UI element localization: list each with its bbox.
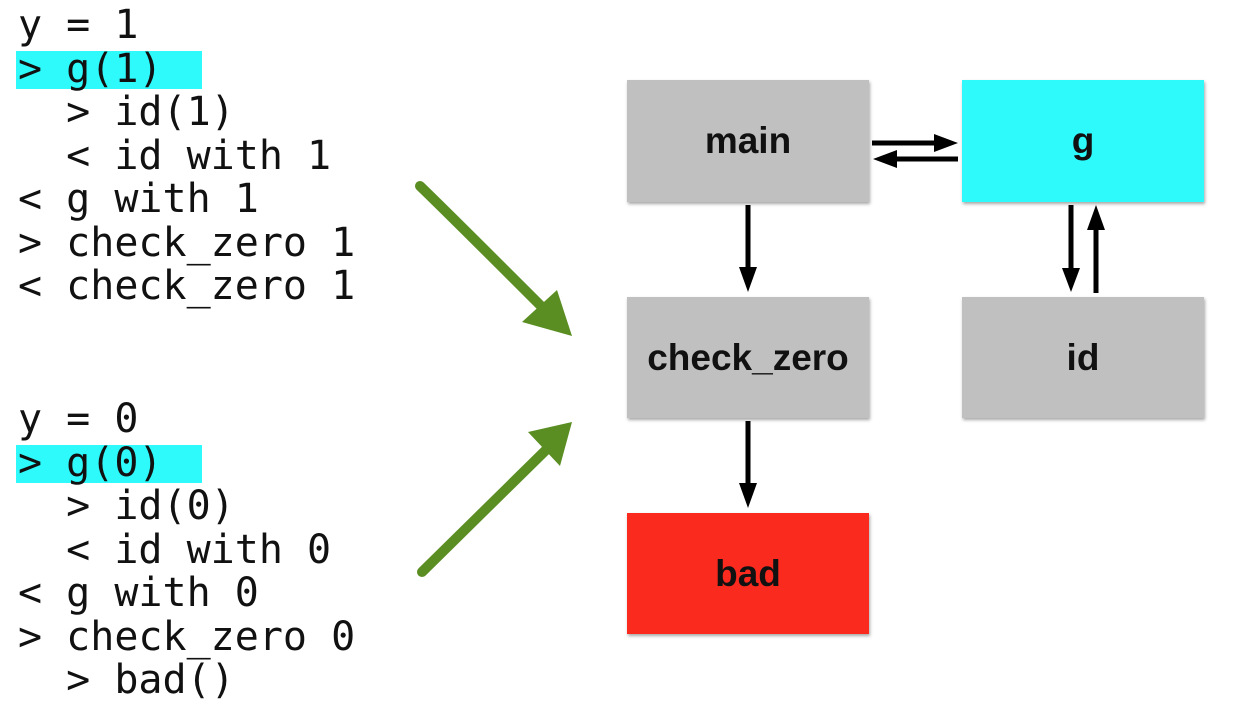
node-check-zero: check_zero bbox=[627, 297, 869, 418]
trace-line: > id(0) bbox=[18, 483, 235, 529]
trace-line: y = 0 bbox=[18, 396, 139, 442]
trace-line: < g with 0 bbox=[18, 570, 259, 616]
trace-line: > check_zero 1 bbox=[18, 219, 356, 266]
trace-line-highlighted: > g(0) bbox=[15, 441, 355, 486]
edge-g-to-main bbox=[873, 150, 958, 168]
trace-y-equals-1: y = 1 > g(1) > id(1) < id with 1 < g wit… bbox=[15, 2, 356, 309]
edge-main-to-check-zero bbox=[739, 205, 757, 292]
node-id: id bbox=[962, 297, 1204, 418]
pointer-arrow-from-trace-1 bbox=[415, 181, 572, 336]
trace-line: y = 1 bbox=[18, 2, 139, 48]
edge-main-to-g bbox=[872, 134, 958, 152]
trace-line: < id with 1 bbox=[18, 132, 332, 179]
node-g: g bbox=[962, 80, 1204, 202]
trace-line: > check_zero 0 bbox=[18, 613, 356, 660]
trace-line-highlighted: > g(1) bbox=[15, 47, 355, 92]
trace-y-equals-0: y = 0 > g(0) > id(0) < id with 0 < g wit… bbox=[15, 396, 356, 703]
pointer-arrow-from-trace-2 bbox=[417, 422, 572, 577]
node-bad: bad bbox=[627, 513, 869, 634]
trace-line: < g with 1 bbox=[18, 176, 259, 222]
trace-line: < id with 0 bbox=[18, 526, 332, 573]
edge-g-to-id bbox=[1062, 205, 1080, 292]
edge-id-to-g bbox=[1087, 205, 1105, 293]
node-main: main bbox=[627, 80, 869, 202]
trace-line: > id(1) bbox=[18, 89, 235, 135]
trace-line: > bad() bbox=[18, 657, 235, 703]
trace-line: < check_zero 1 bbox=[18, 263, 356, 309]
edge-check-zero-to-bad bbox=[739, 421, 757, 508]
